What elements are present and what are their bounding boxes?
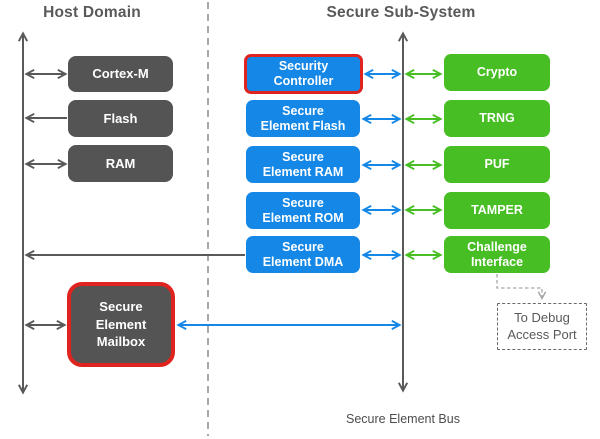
box-to-debug-access-port: To Debug Access Port [497, 303, 587, 350]
box-puf: PUF [444, 146, 550, 183]
box-secure-element-flash: Secure Element Flash [246, 100, 360, 137]
box-trng: TRNG [444, 100, 550, 137]
box-challenge-interface: Challenge Interface [444, 236, 550, 273]
box-secure-element-dma: Secure Element DMA [246, 236, 360, 273]
box-secure-element-rom: Secure Element ROM [246, 192, 360, 229]
box-secure-element-mailbox: Secure Element Mailbox [67, 282, 175, 367]
box-security-controller: Security Controller [244, 54, 363, 94]
box-secure-element-ram: Secure Element RAM [246, 146, 360, 183]
secure-subsystem-title: Secure Sub-System [326, 4, 476, 21]
box-crypto: Crypto [444, 54, 550, 91]
box-cortex-m: Cortex-M [68, 56, 173, 92]
box-flash: Flash [68, 100, 173, 137]
secure-element-bus-label: Secure Element Bus [346, 412, 460, 426]
box-ram: RAM [68, 145, 173, 182]
host-domain-title: Host Domain [43, 4, 141, 21]
dashed-path-challenge-to-debug [496, 274, 547, 301]
box-tamper: TAMPER [444, 192, 550, 229]
